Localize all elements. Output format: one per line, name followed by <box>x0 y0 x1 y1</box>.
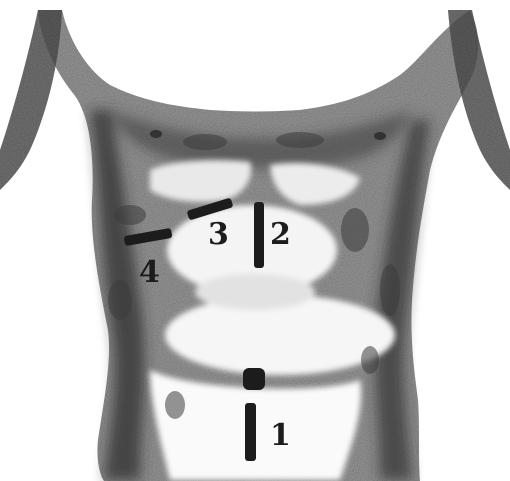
marker-label-1: 1 <box>270 418 291 453</box>
navel-marker <box>243 368 265 390</box>
incision-1-bar <box>245 403 256 461</box>
incision-2-bar <box>254 202 264 268</box>
marker-label-2: 2 <box>270 217 291 252</box>
marker-label-3: 3 <box>208 217 229 252</box>
marker-label-4: 4 <box>139 255 160 290</box>
